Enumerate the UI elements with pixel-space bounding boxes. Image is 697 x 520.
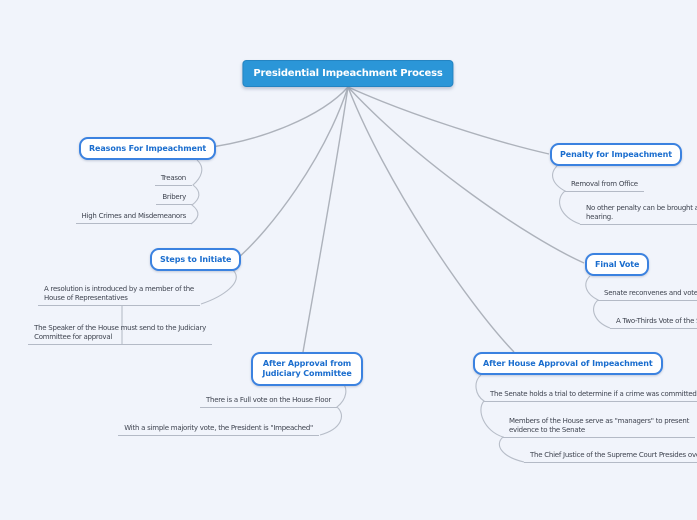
topic-after-approval-judiciary[interactable]: After Approval from Judiciary Committee bbox=[251, 352, 363, 386]
edge-root-to-final-vote bbox=[347, 86, 585, 264]
leaf-full-vote-house-floor[interactable]: There is a Full vote on the House Floor bbox=[200, 396, 337, 408]
spine-final-vote bbox=[585, 275, 611, 329]
leaf-removal-from-office[interactable]: Removal from Office bbox=[565, 180, 644, 192]
edge-root-to-steps bbox=[237, 86, 349, 259]
edge-root-to-penalty bbox=[347, 86, 550, 155]
spine-penalty bbox=[552, 165, 581, 225]
leaf-speaker-sends-judiciary[interactable]: The Speaker of the House must send to th… bbox=[28, 324, 212, 345]
leaf-high-crimes[interactable]: High Crimes and Misdemeanors bbox=[75, 212, 192, 224]
topic-steps-to-initiate[interactable]: Steps to Initiate bbox=[150, 248, 242, 271]
edge-root-to-after-house bbox=[347, 86, 515, 353]
leaf-chief-justice-presides[interactable]: The Chief Justice of the Supreme Court P… bbox=[524, 451, 697, 463]
spine-steps bbox=[200, 269, 237, 305]
topic-penalty-for-impeachment[interactable]: Penalty for Impeachment bbox=[550, 143, 682, 166]
leaf-bribery[interactable]: Bribery bbox=[156, 193, 192, 205]
spine-reasons bbox=[190, 159, 203, 225]
topic-final-vote[interactable]: Final Vote bbox=[585, 253, 650, 276]
root-node[interactable]: Presidential Impeachment Process bbox=[242, 60, 454, 87]
leaf-treason[interactable]: Treason bbox=[154, 174, 192, 186]
topic-after-house-approval[interactable]: After House Approval of Impeachment bbox=[473, 352, 663, 375]
leaf-senate-holds-trial[interactable]: The Senate holds a trial to determine if… bbox=[484, 390, 697, 402]
leaf-senate-reconvenes-votes[interactable]: Senate reconvenes and votes af bbox=[598, 289, 697, 301]
topic-reasons-for-impeachment[interactable]: Reasons For Impeachment bbox=[79, 137, 217, 160]
edge-root-to-after-approval bbox=[302, 86, 349, 353]
leaf-no-other-penalty[interactable]: No other penalty can be brought again he… bbox=[580, 204, 697, 225]
leaf-house-managers-evidence[interactable]: Members of the House serve as "managers"… bbox=[503, 417, 696, 438]
edge-root-to-reasons bbox=[203, 86, 349, 149]
leaf-two-thirds-vote[interactable]: A Two-Thirds Vote of the S bbox=[610, 317, 697, 329]
leaf-simple-majority-impeached[interactable]: With a simple majority vote, the Preside… bbox=[118, 424, 319, 436]
leaf-resolution-introduced[interactable]: A resolution is introduced by a member o… bbox=[38, 285, 200, 306]
